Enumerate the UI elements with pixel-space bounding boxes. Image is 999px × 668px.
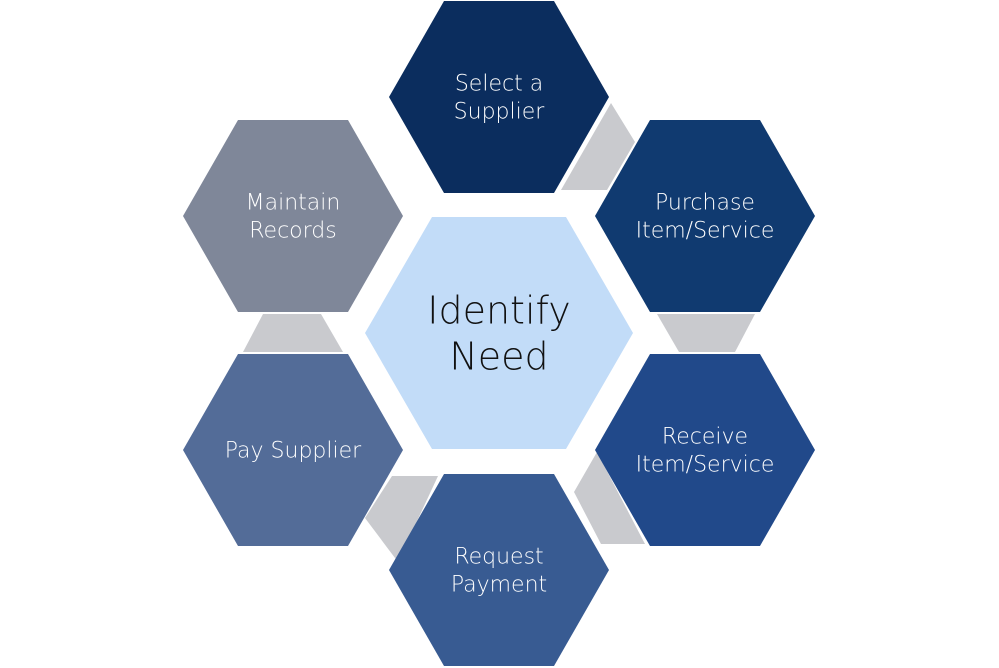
connector-group [243, 103, 755, 562]
hexagon-purchase-item [595, 120, 815, 312]
step-label: Maintain [246, 191, 341, 216]
hexagon-select-supplier [389, 1, 609, 193]
connector-5 [243, 314, 343, 352]
center-label: Identify [427, 288, 570, 332]
hexagon-maintain-records [183, 120, 403, 312]
hexagon-group: Select aSupplierPurchaseItem/ServiceRece… [183, 1, 815, 666]
step-label: Records [249, 219, 336, 244]
step-label: Receive [662, 425, 748, 450]
connector-4 [365, 476, 438, 562]
step-label: Pay Supplier [225, 439, 362, 464]
hexagon-pay-supplier [183, 354, 403, 546]
step-label: Request [454, 545, 543, 570]
step-select-supplier: Select a Supplier [389, 1, 609, 193]
hexagon-request-payment [389, 474, 609, 666]
step-label: Purchase [655, 191, 755, 216]
hexagon-receive-item [595, 354, 815, 546]
step-label: Item/Service [636, 219, 775, 244]
step-label: Select a [455, 72, 543, 97]
connector-1 [561, 103, 635, 190]
step-pay-supplier: Pay Supplier [183, 354, 403, 546]
hexagon-center [365, 217, 633, 449]
center-label: Need [449, 334, 548, 378]
step-label: Item/Service [636, 453, 775, 478]
connector-2 [657, 314, 755, 352]
step-label: Supplier [454, 100, 546, 125]
step-label: Payment [451, 573, 547, 598]
connector-3 [574, 452, 645, 544]
